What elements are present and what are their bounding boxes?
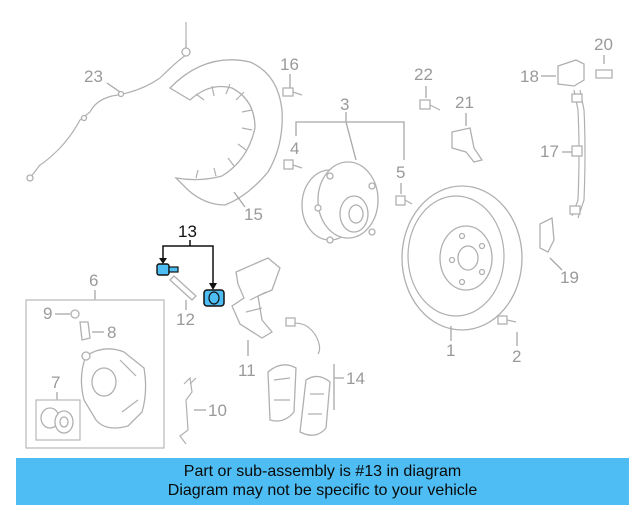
- callout-10: 10: [208, 401, 227, 420]
- seal-kit-box: [35, 399, 81, 441]
- guide-pin-bolt[interactable]: [156, 263, 179, 276]
- bolt-5: [395, 195, 413, 206]
- callout-3: 3: [340, 95, 349, 114]
- callout-1: 1: [446, 341, 455, 360]
- callout-5: 5: [396, 163, 405, 182]
- bracket-19: [539, 216, 555, 253]
- callout-6: 6: [89, 271, 98, 290]
- callout-18: 18: [520, 67, 539, 86]
- bolt-4: [283, 159, 303, 170]
- callout-17: 17: [540, 142, 559, 161]
- abs-sensor-wire: [26, 22, 191, 182]
- callout-13: 13: [178, 222, 197, 241]
- bleeder-screw-8: [79, 321, 91, 341]
- banner-line-2: Diagram may not be specific to your vehi…: [167, 482, 478, 499]
- caliper-assembly-box: [25, 299, 165, 449]
- bracket-21: [451, 127, 484, 163]
- bolt-22: [419, 99, 441, 111]
- anti-rattle-spring: [179, 376, 197, 445]
- screw-2: [497, 315, 517, 325]
- callout-14: 14: [346, 369, 365, 388]
- callout-2: 2: [512, 347, 521, 366]
- guide-pin-12: [169, 275, 197, 301]
- callout-21: 21: [455, 93, 474, 112]
- callout-23: 23: [84, 67, 103, 86]
- splash-shield: [168, 59, 283, 206]
- brake-hose: [569, 89, 586, 219]
- callout-8: 8: [107, 323, 116, 342]
- brake-pads: [267, 317, 331, 436]
- caliper-bracket: [231, 257, 281, 339]
- clip-20: [595, 69, 613, 79]
- callout-7: 7: [51, 373, 60, 392]
- guide-pin-bushing[interactable]: [203, 289, 225, 307]
- banner-line-1: Part or sub-assembly is #13 in diagram: [183, 463, 462, 480]
- callout-20: 20: [594, 35, 613, 54]
- wheel-hub: [301, 161, 379, 244]
- callout-15: 15: [244, 205, 263, 224]
- callout-19: 19: [560, 268, 579, 287]
- callout-4: 4: [290, 139, 299, 158]
- callout-22: 22: [414, 65, 433, 84]
- callout-9: 9: [43, 304, 52, 323]
- callout-12: 12: [176, 310, 195, 329]
- bolt-16: [282, 87, 303, 97]
- bracket-18: [557, 59, 585, 87]
- dust-cap-9: [70, 309, 80, 319]
- callout-16: 16: [280, 55, 299, 74]
- callout-11: 11: [238, 361, 256, 380]
- brake-disc: [401, 185, 523, 331]
- info-banner: Part or sub-assembly is #13 in diagram D…: [16, 458, 629, 505]
